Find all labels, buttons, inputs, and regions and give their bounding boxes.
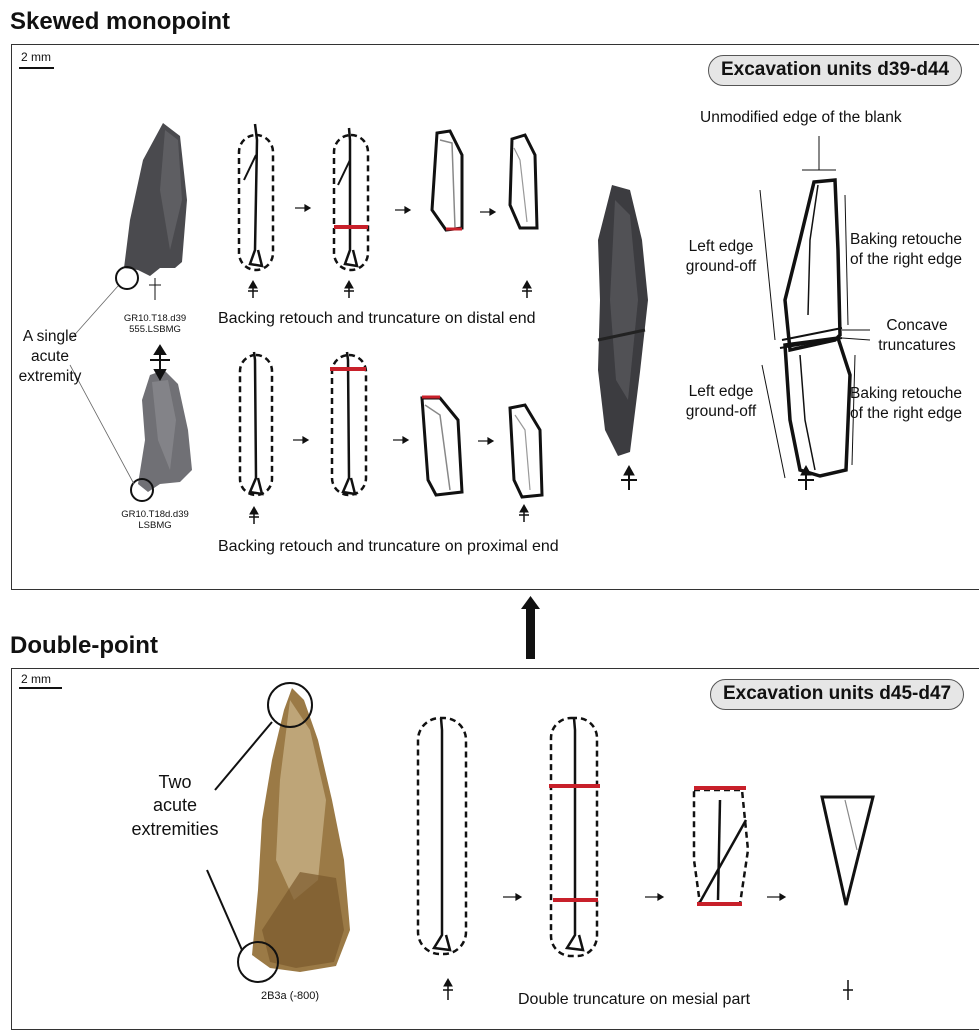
label-unmodified-edge: Unmodified edge of the blank [700,109,902,127]
row2-step2 [330,352,366,495]
row2-step4 [510,405,542,497]
bottom-arrows [503,894,785,900]
orient-stone3 [621,466,637,490]
row1-orient [248,281,532,298]
bottom-step1 [418,718,466,954]
bottom-step3 [694,788,748,904]
row2-arrows [293,437,493,444]
bottom-step2 [549,718,600,956]
row1-step1 [239,124,273,270]
caption-distal: Backing retouch and truncature on distal… [218,310,536,328]
label-left-edge-2: Left edge ground-off [676,382,766,422]
specimen-label-1: GR10.T18.d39 555.LSBMG [110,313,200,336]
label-two-acute: Two acute extremities [110,771,240,841]
bottom-step4 [822,797,873,905]
label-left-edge-1: Left edge ground-off [676,237,766,277]
row1-step4 [510,135,537,228]
caption-double-truncature: Double truncature on mesial part [518,991,750,1009]
label-right-edge-1: Baking retouche of the right edge [850,230,979,270]
row1-step2 [334,128,368,270]
units-badge-bottom: Excavation units d45-d47 [710,679,964,710]
transition-arrow [521,596,540,659]
specimen-label-brown: 2B3a (-800) [240,990,340,1003]
row2-orient [249,505,529,524]
row1-arrows [295,205,495,215]
specimen-label-2: GR10.T18d.d39 LSBMG [110,509,200,532]
label-right-edge-2: Baking retouche of the right edge [850,384,979,424]
row2-step3 [422,397,462,495]
label-single-acute: A single acute extremity [10,327,90,387]
row1-step3 [432,131,462,230]
row2-step1 [240,352,272,495]
scale-label-top: 2 mm [21,50,51,64]
tip-circle-1 [116,267,138,289]
annotated-drawing [760,136,870,478]
label-concave: Concave truncatures [862,316,972,356]
units-badge-top: Excavation units d39-d44 [708,55,962,86]
scale-label-bottom: 2 mm [21,672,51,686]
caption-proximal: Backing retouch and truncature on proxim… [218,538,559,556]
